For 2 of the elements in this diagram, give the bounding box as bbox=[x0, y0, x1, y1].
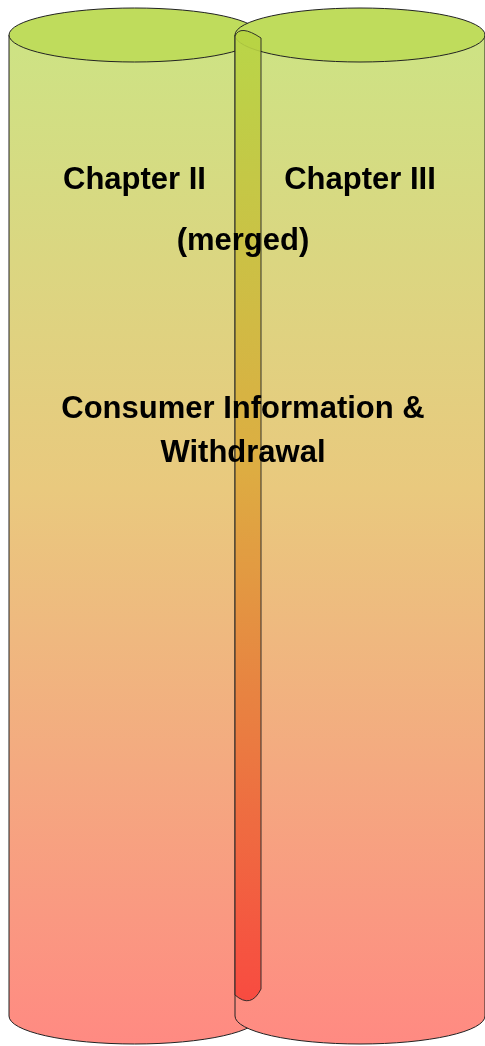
cylinder-label: Chapter II bbox=[63, 161, 206, 196]
cylinder-label: Chapter III bbox=[284, 161, 436, 196]
